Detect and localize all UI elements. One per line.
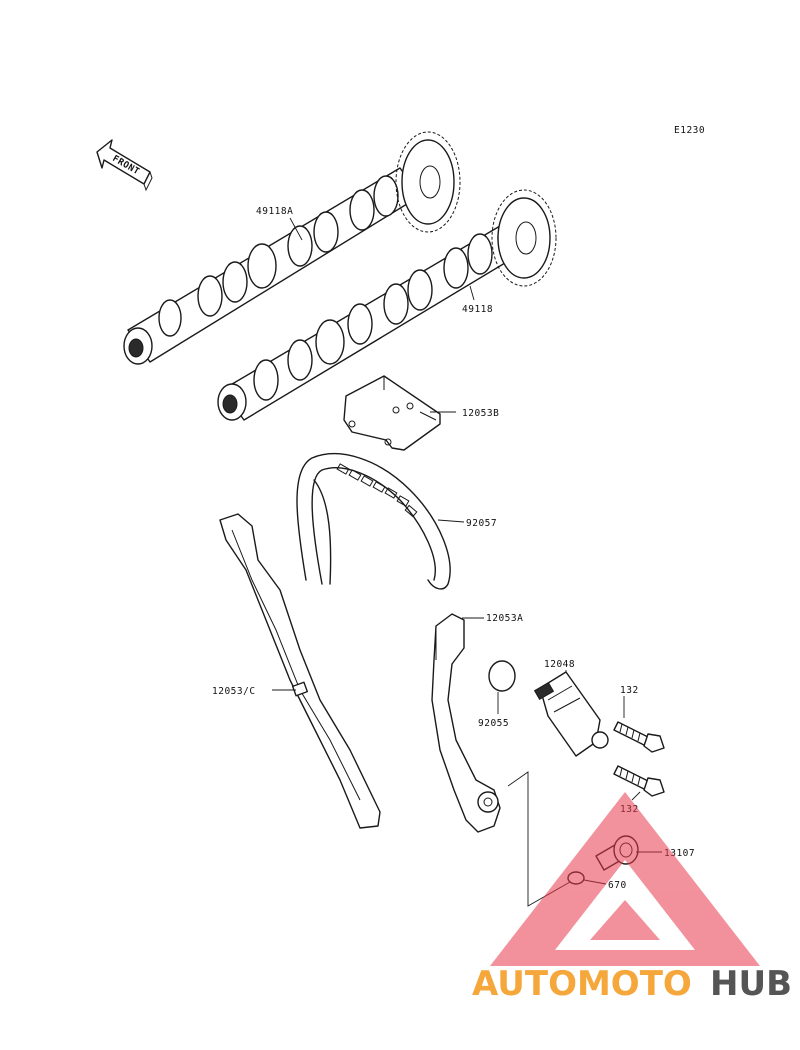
part-label-132-upper: 132 [620,685,639,696]
chain-guide-upper [343,375,441,451]
chain-tensioner-guide [431,613,501,833]
o-ring [488,660,516,692]
part-label-92055: 92055 [478,718,509,729]
bolt-upper [613,721,665,753]
bolt-lower [613,765,665,797]
sprocket-exhaust-icon [497,197,551,279]
part-label-12053A: 12053A [486,613,523,624]
chain-guide-rear [219,513,381,829]
part-label-670: 670 [608,880,627,891]
front-arrow-icon: FRONT [96,139,153,192]
diagram-code: E1230 [674,125,705,136]
part-label-12053C: 12053/C [212,686,256,697]
watermark-brand-part2: HUB [710,964,792,1004]
cam-chain [296,453,451,590]
watermark-logo [490,792,760,966]
cam-chain-tensioner [533,671,609,757]
part-label-12053B: 12053B [462,408,499,419]
part-label-13107: 13107 [664,848,695,859]
part-label-12048: 12048 [544,659,575,670]
camshaft-exhaust [217,189,557,421]
part-label-49118: 49118 [462,304,493,315]
watermark-brand-part1: AUTOMOTO [472,964,692,1004]
part-label-92057: 92057 [466,518,497,529]
leader-lines [272,217,662,907]
camshaft-intake [123,131,461,365]
sprocket-intake-icon [401,139,455,225]
part-label-49118A: 49118A [256,206,293,217]
